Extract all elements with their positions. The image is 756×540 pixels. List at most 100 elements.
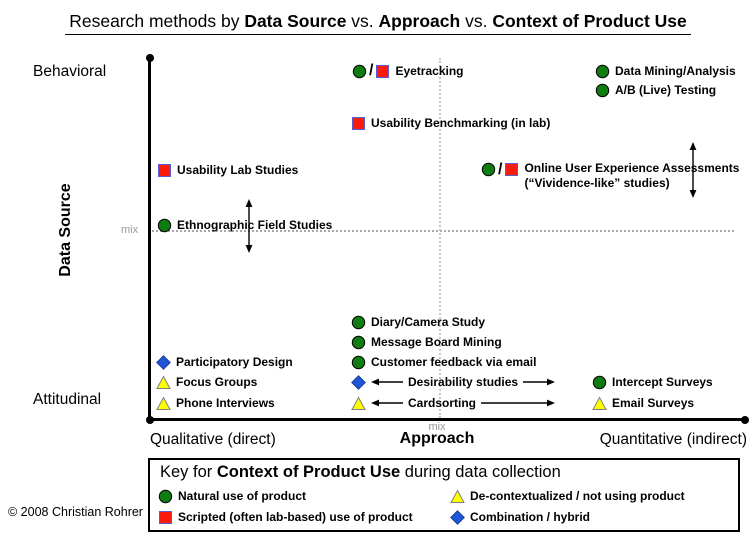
- legend-item-decontextualized: De-contextualized / not using product: [450, 488, 685, 504]
- method-phone-interviews: Phone Interviews: [156, 394, 275, 412]
- decontextualized-icon: [592, 395, 607, 410]
- method-participatory-design: Participatory Design: [156, 353, 293, 371]
- natural-use-icon: [351, 315, 366, 329]
- combination-icon: [351, 374, 366, 390]
- scripted-use-icon: [159, 510, 172, 524]
- method-cardsorting: Cardsorting: [351, 394, 556, 412]
- legend-item-label: Combination / hybrid: [470, 510, 590, 524]
- combination-icon: [156, 354, 171, 370]
- method-ab-live-testing: A/B (Live) Testing: [595, 81, 716, 99]
- method-intercept-surveys: Intercept Surveys: [592, 373, 713, 391]
- scripted-use-icon: [352, 116, 365, 130]
- method-label: Desirability studies: [408, 374, 519, 389]
- legend-item-natural-use: Natural use of product: [158, 488, 306, 504]
- x-axis-title: Approach: [399, 430, 475, 447]
- natural-use-icon: [351, 355, 366, 369]
- natural-use-icon: [595, 83, 610, 97]
- legend-item-scripted-use: Scripted (often lab-based) use of produc…: [158, 509, 413, 525]
- arrow-left-icon: [371, 399, 403, 407]
- method-label: Email Surveys: [612, 395, 695, 410]
- x-axis-left-label: Qualitative (direct): [150, 431, 276, 448]
- method-marker: [595, 83, 610, 98]
- scripted-use-icon: [376, 64, 390, 78]
- method-marker: [351, 315, 366, 330]
- method-marker: [157, 218, 172, 233]
- decontextualized-icon: [351, 395, 366, 410]
- legend-item-label: Natural use of product: [178, 489, 307, 503]
- method-label: Phone Interviews: [176, 395, 275, 410]
- method-label: Eyetracking: [395, 63, 464, 78]
- method-label: Data Mining/Analysis: [615, 63, 736, 78]
- method-label: Cardsorting: [408, 395, 477, 410]
- method-label: Usability Lab Studies: [177, 162, 299, 177]
- method-message-board-mining: Message Board Mining: [351, 333, 502, 351]
- method-marker: [156, 354, 171, 370]
- method-marker: [157, 163, 172, 178]
- legend-box: [148, 458, 740, 532]
- slash-separator-icon: /: [369, 62, 374, 79]
- method-email-surveys: Email Surveys: [592, 394, 694, 412]
- mix-line-vertical: [439, 58, 441, 418]
- natural-use-icon: [592, 375, 607, 389]
- method-label: Intercept Surveys: [612, 374, 713, 389]
- combination-icon: [450, 509, 465, 525]
- page-title: Research methods by Data Source vs. Appr…: [0, 11, 756, 35]
- method-usability-benchmarking: Usability Benchmarking (in lab): [351, 114, 550, 132]
- method-label: Customer feedback via email: [371, 354, 537, 369]
- method-ethnographic-field-studies: Ethnographic Field Studies: [157, 216, 332, 234]
- method-marker: [351, 116, 366, 131]
- method-marker: /: [352, 62, 390, 79]
- y-axis-title: Data Source: [57, 183, 74, 277]
- arrow-left-icon: [371, 378, 403, 386]
- x-axis-mix-label: mix: [428, 421, 446, 433]
- legend-item-label: De-contextualized / not using product: [470, 489, 685, 503]
- decontextualized-icon: [156, 374, 171, 389]
- scripted-use-icon: [158, 163, 171, 177]
- y-axis-top-label: Behavioral: [33, 63, 107, 80]
- legend-item-combination-hybrid: Combination / hybrid: [450, 509, 590, 525]
- method-label: Online User Experience Assessments(“Vivi…: [524, 161, 740, 190]
- vertical-range-arrow-icon: [689, 142, 697, 198]
- x-axis-line: [147, 418, 746, 421]
- method-marker: /: [481, 160, 519, 178]
- natural-use-icon: [481, 162, 496, 177]
- method-label: Ethnographic Field Studies: [177, 217, 333, 232]
- method-eyetracking: / Eyetracking: [352, 62, 464, 80]
- method-label: Usability Benchmarking (in lab): [371, 115, 551, 130]
- arrow-right-icon: [481, 399, 556, 407]
- axis-origin-dot: [145, 415, 154, 424]
- method-marker: [351, 395, 366, 411]
- method-label: Participatory Design: [176, 354, 293, 369]
- y-axis-mix-label: mix: [121, 224, 139, 236]
- y-axis-top-dot: [145, 54, 154, 62]
- method-label: A/B (Live) Testing: [615, 82, 717, 97]
- method-customer-feedback-email: Customer feedback via email: [351, 353, 536, 371]
- vertical-range-arrow-icon: [245, 199, 253, 253]
- arrow-right-icon: [523, 378, 556, 386]
- decontextualized-icon: [450, 488, 465, 503]
- scripted-use-icon: [505, 163, 519, 176]
- natural-use-icon: [158, 489, 173, 503]
- method-marker: [351, 374, 366, 390]
- method-desirability-studies: Desirability studies: [351, 373, 556, 391]
- natural-use-icon: [352, 64, 367, 78]
- legend-item-label: Scripted (often lab-based) use of produc…: [178, 510, 413, 524]
- page-title-text: Research methods by Data Source vs. Appr…: [65, 11, 691, 35]
- method-marker: [156, 374, 171, 390]
- copyright-text: © 2008 Christian Rohrer: [8, 505, 143, 519]
- method-data-mining-analysis: Data Mining/Analysis: [595, 62, 736, 80]
- method-marker: [592, 395, 607, 411]
- method-marker: [351, 335, 366, 350]
- x-axis-right-label: Quantitative (indirect): [599, 431, 747, 448]
- method-usability-lab-studies: Usability Lab Studies: [157, 161, 298, 179]
- method-label: Focus Groups: [176, 374, 258, 389]
- method-diary-camera-study: Diary/Camera Study: [351, 313, 485, 331]
- method-label: Diary/Camera Study: [371, 314, 486, 329]
- natural-use-icon: [351, 335, 366, 349]
- method-label: Message Board Mining: [371, 334, 502, 349]
- y-axis-bottom-label: Attitudinal: [33, 391, 102, 408]
- natural-use-icon: [157, 218, 172, 232]
- mix-line-horizontal: [152, 230, 734, 232]
- slash-separator-icon: /: [498, 160, 503, 178]
